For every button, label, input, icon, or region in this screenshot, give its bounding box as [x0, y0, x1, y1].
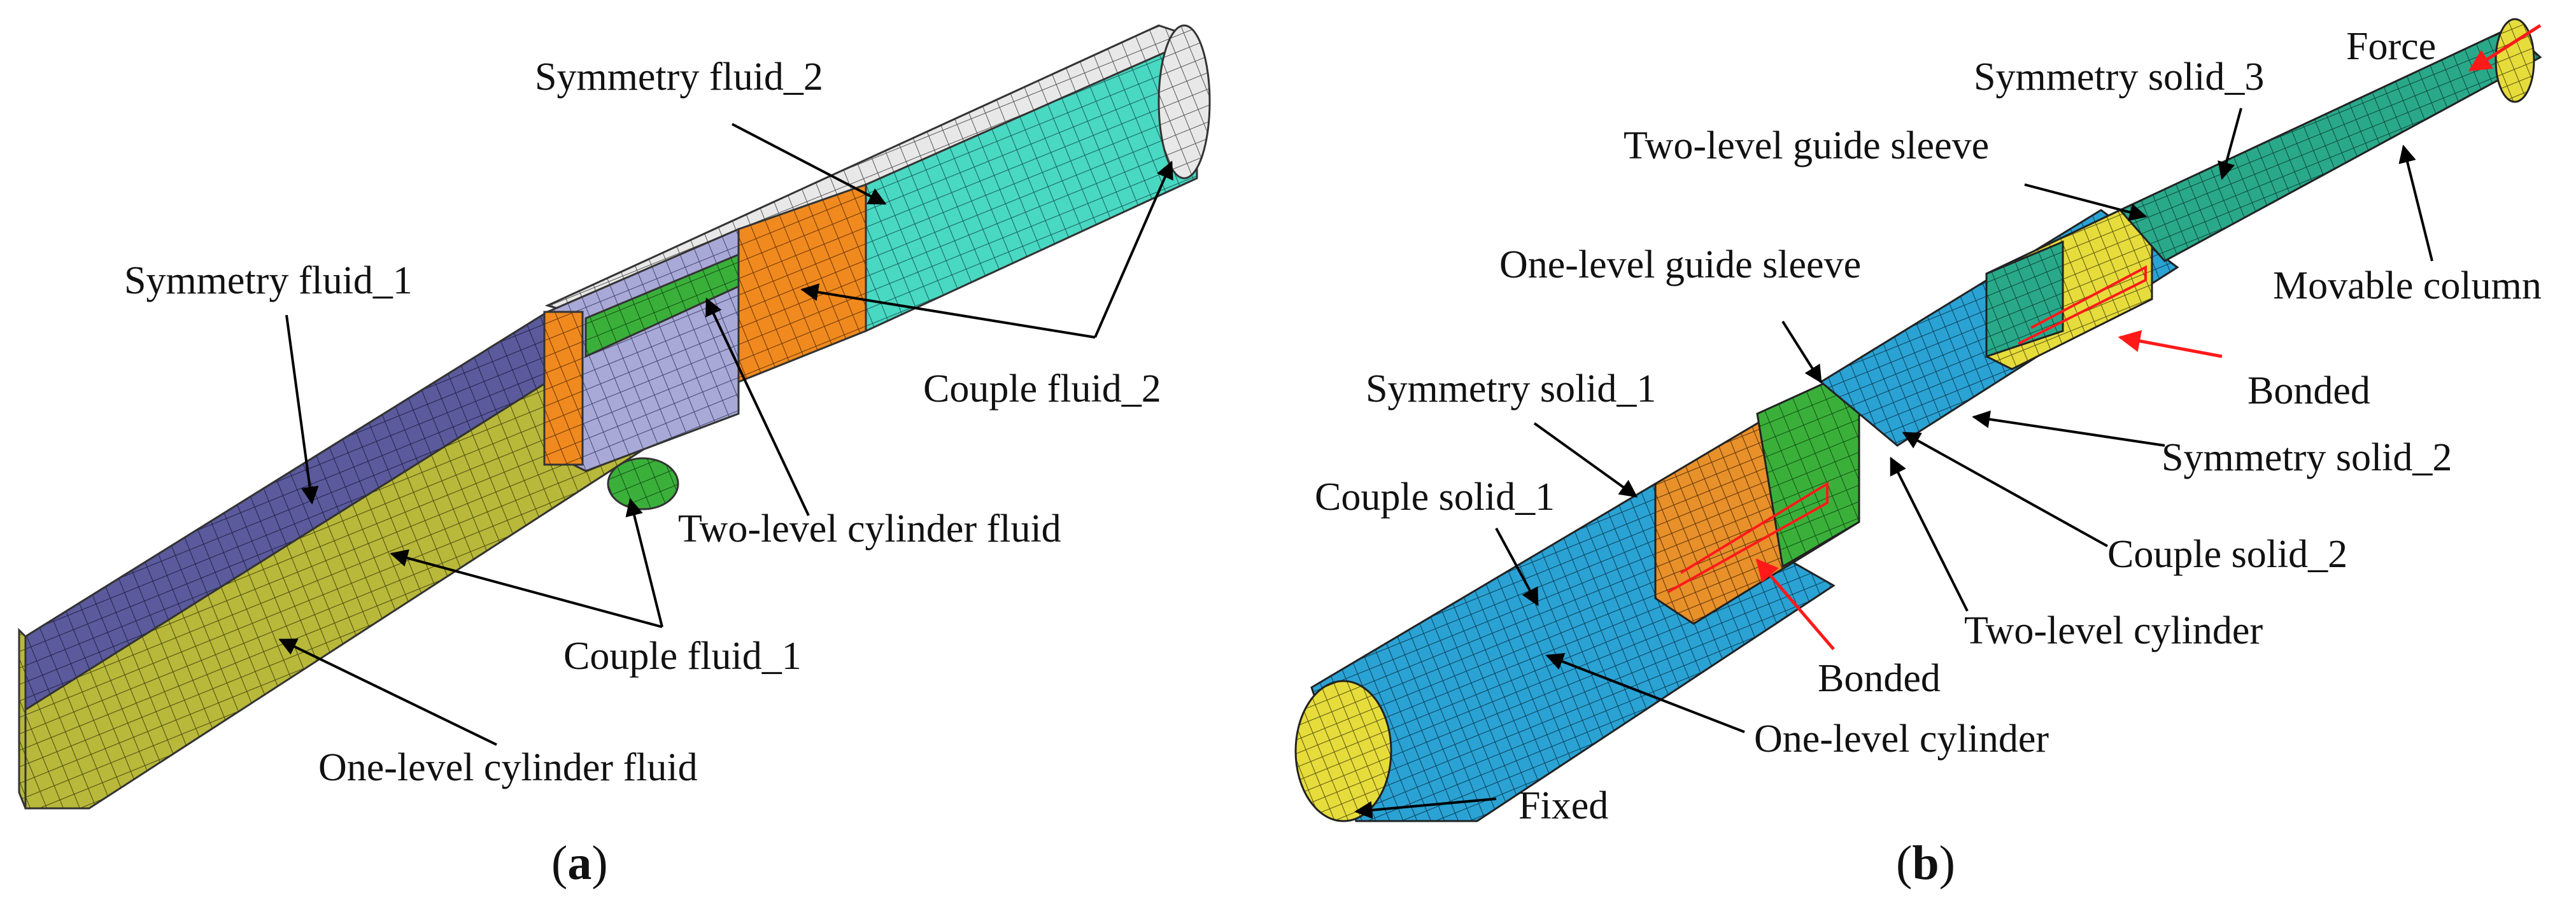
label-symmetry-solid-3: Symmetry solid_3	[1974, 55, 2265, 99]
caption-letter-b: b	[1912, 836, 1939, 890]
label-bonded-lower: Bonded	[1818, 657, 1941, 700]
arrow-couple-fluid-2-b	[1094, 160, 1173, 338]
label-bonded-upper: Bonded	[2247, 369, 2370, 412]
arrow-one-level-guide-sleeve	[1781, 320, 1822, 384]
one-level-fluid-end-cap	[18, 628, 27, 809]
movable-column-end	[2495, 18, 2535, 103]
arrow-bonded-lower	[1755, 558, 1835, 650]
panel-b-arrows	[1354, 108, 2433, 819]
label-one-level-cylinder: One-level cylinder	[1754, 717, 2049, 761]
arrow-couple-fluid-2-a	[800, 283, 1096, 339]
arrow-symmetry-solid-3	[2218, 108, 2242, 180]
couple-fluid-1-cap	[607, 457, 679, 510]
arrow-fixed	[1354, 798, 1497, 819]
arrow-couple-fluid-1-b	[625, 498, 663, 628]
label-two-level-guide-sleeve: Two-level guide sleeve	[1624, 124, 1990, 167]
arrow-couple-fluid-1-a	[390, 549, 663, 628]
arrow-couple-solid-1	[1495, 528, 1539, 607]
arrow-symmetry-fluid-1	[285, 314, 319, 505]
arrow-one-level-cylinder-fluid	[278, 638, 497, 746]
label-couple-solid-2: Couple solid_2	[2107, 533, 2348, 576]
label-couple-solid-1: Couple solid_1	[1315, 475, 1555, 519]
label-couple-fluid-1: Couple fluid_1	[563, 635, 802, 678]
arrow-two-level-cylinder	[1890, 456, 1969, 612]
label-symmetry-solid-2: Symmetry solid_2	[2162, 436, 2452, 479]
fluid-step-face	[543, 311, 584, 466]
label-one-level-guide-sleeve: One-level guide sleeve	[1499, 243, 1862, 286]
symmetry-fluid-2-teal	[865, 36, 1198, 333]
bonded-interface-upper	[2018, 265, 2147, 345]
couple-fluid-2-green	[584, 253, 740, 358]
arrow-two-level-guide-sleeve	[2024, 183, 2148, 221]
label-force: Force	[2346, 25, 2437, 68]
panel-a-arrows	[278, 123, 1173, 746]
label-symmetry-fluid-2: Symmetry fluid_2	[535, 55, 823, 99]
arrow-couple-solid-2	[1902, 432, 2108, 547]
arrow-symmetry-fluid-2	[732, 123, 887, 205]
bonded-interface-lower	[1667, 481, 1829, 593]
fluid-right-end	[1157, 24, 1211, 179]
caption-letter-a: a	[567, 836, 592, 890]
arrow-symmetry-solid-1	[1533, 422, 1638, 498]
arrow-bonded-upper	[2118, 330, 2223, 358]
label-one-level-cylinder-fluid: One-level cylinder fluid	[318, 746, 698, 789]
label-symmetry-solid-1: Symmetry solid_1	[1366, 367, 1657, 411]
caption-panel-b: (b)	[1896, 836, 1955, 890]
two-level-guide-sleeve-teal	[1985, 240, 2064, 358]
one-level-guide-sleeve-green	[1756, 381, 1860, 568]
label-movable-column: Movable column	[2273, 264, 2542, 307]
label-two-level-cylinder: Two-level cylinder	[1964, 609, 2263, 652]
label-symmetry-fluid-1: Symmetry fluid_1	[124, 259, 413, 302]
panel-b-red-arrows	[1755, 24, 2542, 650]
arrow-symmetry-solid-2	[1972, 410, 2165, 447]
one-level-cylinder-end	[1294, 680, 1392, 822]
arrow-one-level-cylinder	[1545, 653, 1745, 733]
label-two-level-cylinder-fluid: Two-level cylinder fluid	[678, 507, 1061, 551]
panel-b-solid-model	[1294, 18, 2542, 822]
arrow-movable-column	[2398, 144, 2433, 262]
arrow-two-level-cylinder-fluid	[705, 297, 810, 516]
label-fixed: Fixed	[1518, 784, 1609, 827]
movable-column-body	[2118, 27, 2542, 262]
arrow-force	[2468, 24, 2542, 72]
panel-a-fluid-model	[18, 24, 1211, 810]
label-couple-fluid-2: Couple fluid_2	[923, 367, 1161, 411]
caption-panel-a: (a)	[551, 836, 608, 890]
